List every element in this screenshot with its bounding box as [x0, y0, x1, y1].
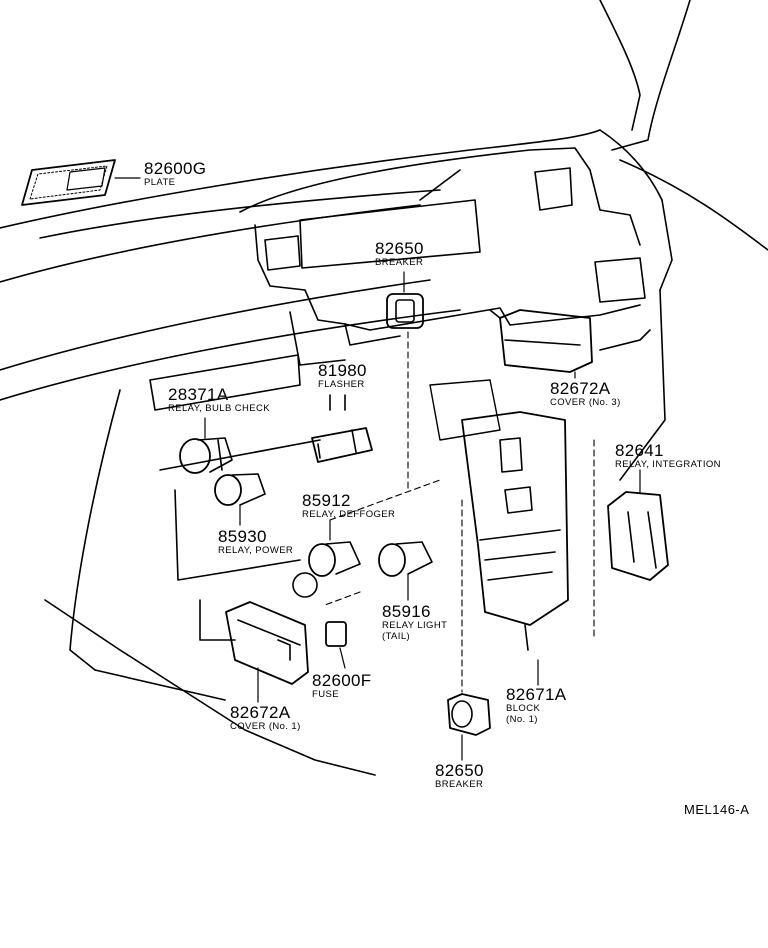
part-number: 85912	[302, 491, 351, 510]
callout-breaker-top: 82650 BREAKER	[375, 240, 424, 268]
callout-block: 82671A BLOCK (No. 1)	[506, 686, 566, 724]
part-number: 85916	[382, 602, 431, 621]
part-number: 81980	[318, 361, 367, 380]
part-number: 82672A	[230, 703, 291, 722]
callout-power: 85930 RELAY, POWER	[218, 528, 293, 556]
part-description: COVER (No. 3)	[550, 397, 621, 408]
part-description-line2: (No. 1)	[506, 713, 538, 725]
callout-flasher: 81980 FLASHER	[318, 362, 367, 390]
bulb-check-relay-part	[179, 417, 233, 474]
breaker-top-part	[386, 271, 424, 329]
part-number: 82600F	[312, 671, 372, 690]
part-description-line2: (TAIL)	[382, 630, 411, 642]
diagram-code: MEL146-A	[684, 802, 750, 817]
callout-cover1: 82672A COVER (No. 1)	[230, 704, 301, 732]
cover3-part	[489, 309, 593, 379]
callout-bulb-check: 28371A RELAY, BULB CHECK	[168, 386, 270, 414]
part-description: RELAY LIGHT	[382, 620, 448, 631]
part-number: 82641	[615, 441, 664, 460]
part-number: 82600G	[144, 159, 207, 178]
part-description: BREAKER	[435, 779, 484, 790]
callout-integration: 82641 RELAY, INTEGRATION	[615, 442, 721, 470]
cluster-hood	[149, 147, 646, 641]
part-description: BLOCK	[506, 703, 541, 714]
panel-hole	[292, 572, 318, 598]
part-description: FUSE	[312, 689, 339, 700]
part-description: COVER (No. 1)	[230, 721, 301, 732]
deffoger-relay-part	[308, 519, 361, 577]
flasher-part	[311, 394, 373, 463]
breaker-bottom-part	[447, 693, 491, 761]
light-relay-part	[378, 541, 433, 601]
part-description: RELAY, DEFFOGER	[302, 509, 396, 520]
junction-block-part	[429, 379, 569, 686]
assembly-leaders	[324, 331, 595, 693]
dashboard-outline	[0, 0, 768, 776]
part-description: RELAY, POWER	[218, 545, 294, 556]
callout-deffoger: 85912 RELAY, DEFFOGER	[302, 492, 395, 520]
part-number: 82650	[435, 761, 484, 780]
power-relay-part	[214, 473, 266, 526]
callout-breaker-bottom: 82650 BREAKER	[435, 762, 484, 790]
callout-plate: 82600G PLATE	[144, 160, 206, 188]
callout-light: 85916 RELAY LIGHT (TAIL)	[382, 603, 447, 641]
part-description: FLASHER	[318, 379, 365, 390]
part-number: 82650	[375, 239, 424, 258]
part-description: RELAY, BULB CHECK	[168, 403, 271, 414]
part-number: 82672A	[550, 379, 611, 398]
part-description: PLATE	[144, 177, 176, 188]
plate-part	[21, 159, 116, 206]
part-number: 28371A	[168, 385, 229, 404]
fuse-part	[325, 621, 347, 669]
part-description: RELAY, INTEGRATION	[615, 459, 721, 470]
part-number: 85930	[218, 527, 267, 546]
callout-fuse: 82600F FUSE	[312, 672, 371, 700]
part-description: BREAKER	[375, 257, 424, 268]
cover1-part	[225, 601, 309, 703]
integration-relay-part	[607, 469, 669, 581]
part-number: 82671A	[506, 685, 567, 704]
callout-cover3: 82672A COVER (No. 3)	[550, 380, 621, 408]
